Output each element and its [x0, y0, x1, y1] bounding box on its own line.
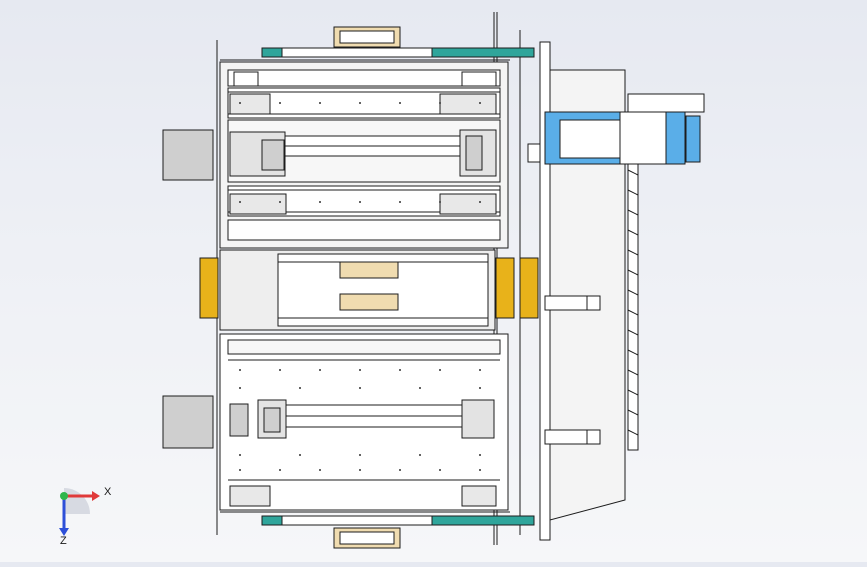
upper-piston: [544, 295, 601, 311]
lower-carriage: [219, 333, 509, 511]
upper-motor-block: [162, 129, 214, 181]
lower-motor-block: [162, 395, 214, 449]
back-plate: [549, 69, 626, 521]
triad-shade: [64, 488, 90, 514]
hole-pattern: [239, 102, 481, 471]
x-axis-label: X: [104, 486, 112, 498]
top-rail: [220, 26, 535, 61]
bottom-rail: [220, 511, 535, 549]
upper-carriage: [219, 61, 509, 249]
lower-piston: [544, 429, 601, 445]
cable-chain: [627, 159, 639, 451]
z-axis-label: Z: [60, 535, 67, 547]
blue-actuator-head: [527, 93, 705, 165]
triad-graphic: [59, 488, 100, 536]
axis-triad: X Z: [44, 478, 124, 548]
y-axis-dot: [60, 492, 68, 500]
middle-transfer: [199, 249, 539, 331]
